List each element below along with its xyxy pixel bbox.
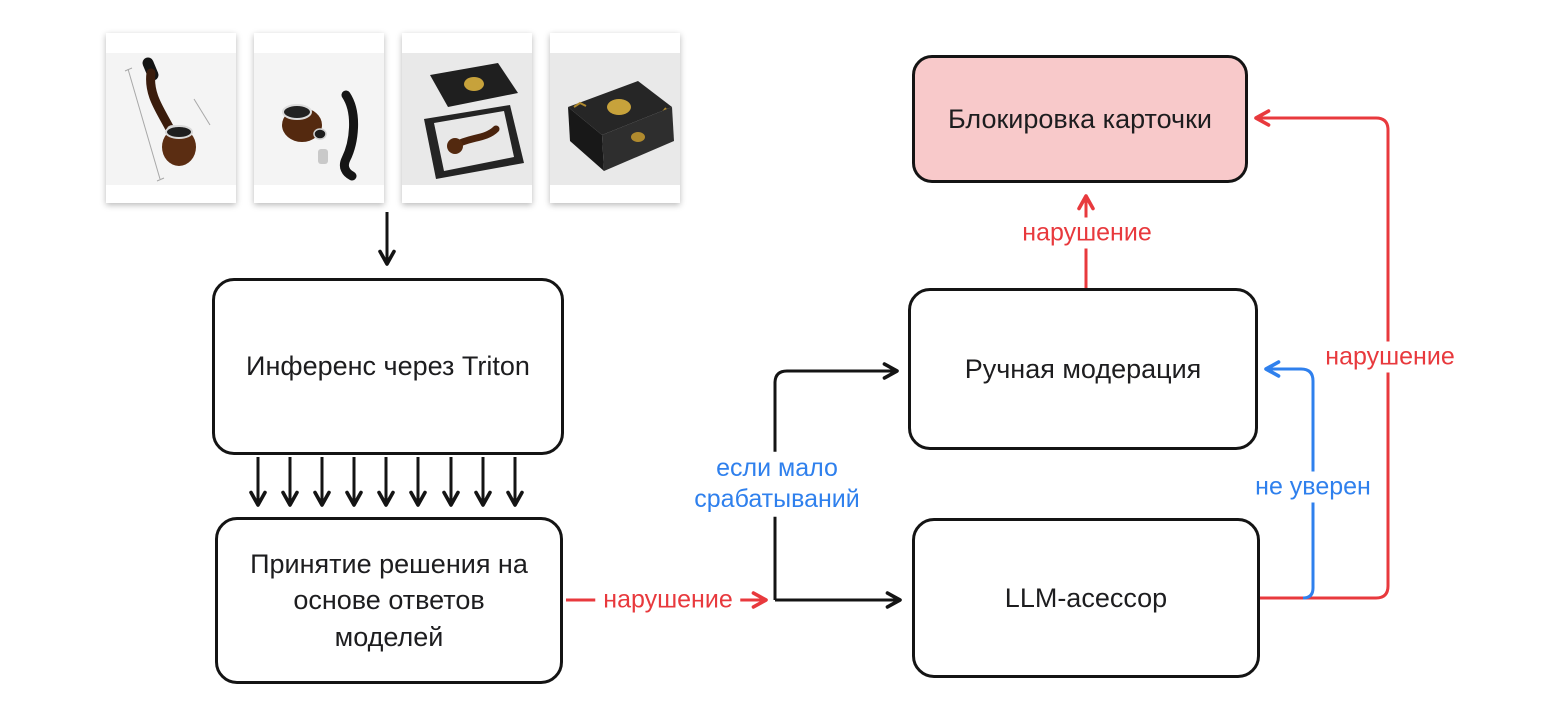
- pipe-with-dimensions-icon: [106, 33, 236, 203]
- edge-llm-to-manual: [1264, 360, 1315, 600]
- open-gift-box-icon: [402, 33, 532, 203]
- edge-junction-to-manual: [773, 362, 899, 600]
- node-inference: Инференс через Triton: [212, 278, 564, 455]
- product-photo-pipe-with-dimensions: [106, 33, 236, 203]
- product-photo-closed-gift-box: [550, 33, 680, 203]
- node-blocking: Блокировка карточки: [912, 55, 1248, 183]
- closed-gift-box-icon: [550, 33, 680, 203]
- node-decision-label: Принятие решения на основе ответов модел…: [250, 548, 528, 652]
- edge-label-violation-manual: нарушение: [1014, 217, 1160, 249]
- edge-label-violation-llm: нарушение: [1317, 341, 1463, 373]
- disassembled-pipe-icon: [254, 33, 384, 203]
- node-llm-assessor-label: LLM-асессор: [1004, 582, 1168, 613]
- node-manual-moderation-label: Ручная модерация: [964, 353, 1202, 384]
- edge-label-violation-from-decision: нарушение: [595, 584, 741, 616]
- edge-label-few-triggers: если мало срабатываний: [684, 451, 870, 517]
- node-decision: Принятие решения на основе ответов модел…: [215, 517, 563, 684]
- product-photo-disassembled-pipe: [254, 33, 384, 203]
- node-blocking-label: Блокировка карточки: [948, 103, 1212, 134]
- node-llm-assessor: LLM-асессор: [912, 518, 1260, 678]
- edges-inference-to-decision: [249, 457, 524, 507]
- node-inference-label: Инференс через Triton: [246, 351, 530, 382]
- node-manual-moderation: Ручная модерация: [908, 288, 1258, 450]
- edge-label-not-sure: не уверен: [1247, 471, 1379, 503]
- product-photo-open-gift-box: [402, 33, 532, 203]
